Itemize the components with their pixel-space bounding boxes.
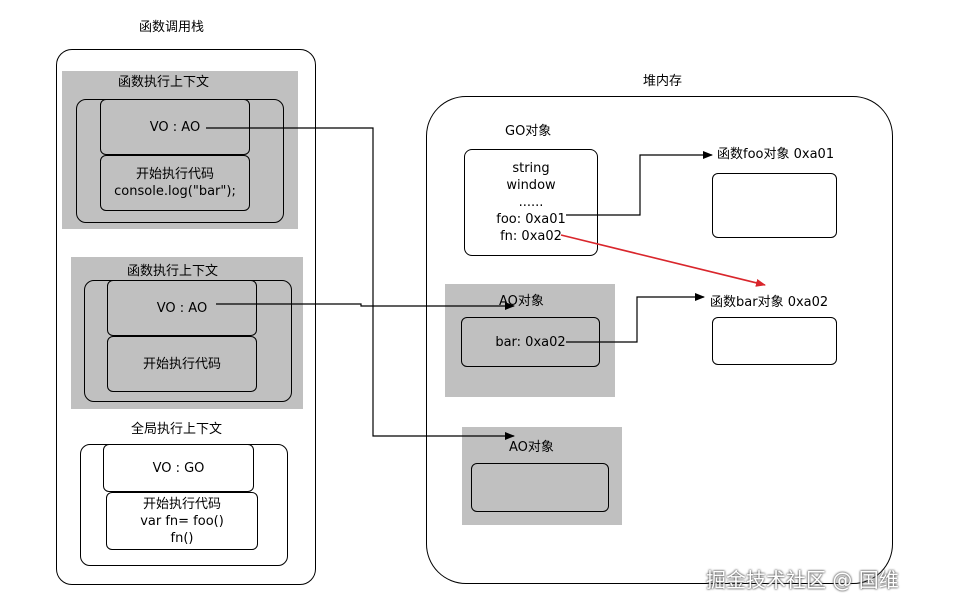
heap-container [426, 96, 893, 584]
global-context-vo: VO : GO [103, 444, 254, 492]
function-context-2-code: 开始执行代码 [107, 336, 257, 392]
function-context-1-title: 函数执行上下文 [118, 75, 210, 90]
foo-object-box [712, 173, 837, 238]
function-context-2-vo-text: VO : AO [156, 300, 208, 316]
go-line: fn: 0xa02 [500, 229, 562, 244]
code-line: fn() [170, 530, 194, 546]
arrow-bar-to-bar-object [566, 293, 705, 343]
code-line: 开始执行代码 [142, 496, 221, 512]
go-object-title: GO对象 [505, 124, 552, 139]
code-line: var fn= foo() [140, 513, 224, 529]
code-line: 开始执行代码 [142, 356, 221, 372]
global-context-code: 开始执行代码 var fn= foo() fn() [106, 492, 258, 550]
global-context-title: 全局执行上下文 [131, 422, 223, 437]
go-line: string [512, 161, 550, 176]
arrow-ctx1-vo-to-empty-ao [206, 127, 515, 440]
go-object-box: string window ...... foo: 0xa01 fn: 0xa0… [464, 149, 598, 256]
function-context-1-vo-text: VO : AO [149, 119, 201, 135]
ao-object-empty: AO对象 [462, 427, 622, 525]
global-context-vo-text: VO : GO [152, 460, 205, 476]
code-line: console.log("bar"); [114, 184, 236, 199]
function-context-2: 函数执行上下文 VO : AO 开始执行代码 [71, 257, 303, 409]
go-line: ...... [518, 195, 544, 210]
call-stack-title: 函数调用栈 [139, 20, 205, 35]
arrow-foo-to-foo-object [566, 151, 713, 216]
go-line: window [506, 178, 556, 193]
function-context-2-vo: VO : AO [107, 280, 257, 336]
ao-object-empty-box [471, 463, 609, 512]
arrow-ctx2-vo-to-ao-bar [216, 302, 515, 310]
ao-object-bar-entry-text: bar: 0xa02 [495, 334, 566, 350]
call-stack-container [56, 49, 316, 585]
bar-object-box [712, 317, 837, 365]
function-context-1: 函数执行上下文 VO : AO 开始执行代码 console.log("bar"… [62, 71, 298, 229]
function-context-1-vo: VO : AO [100, 99, 250, 155]
foo-object-label: 函数foo对象 0xa01 [717, 147, 835, 162]
watermark: 掘金技术社区 @ 国维 [706, 568, 899, 592]
arrow-fn-to-bar-object [560, 234, 766, 287]
function-context-1-code: 开始执行代码 console.log("bar"); [100, 155, 250, 211]
code-line: 开始执行代码 [135, 167, 214, 182]
go-line: foo: 0xa01 [496, 212, 566, 227]
ao-object-empty-title: AO对象 [509, 440, 554, 455]
heap-title: 堆内存 [643, 74, 683, 89]
function-context-2-title: 函数执行上下文 [127, 264, 219, 279]
ao-object-bar: AO对象 bar: 0xa02 [445, 284, 615, 397]
bar-object-label: 函数bar对象 0xa02 [710, 295, 829, 310]
